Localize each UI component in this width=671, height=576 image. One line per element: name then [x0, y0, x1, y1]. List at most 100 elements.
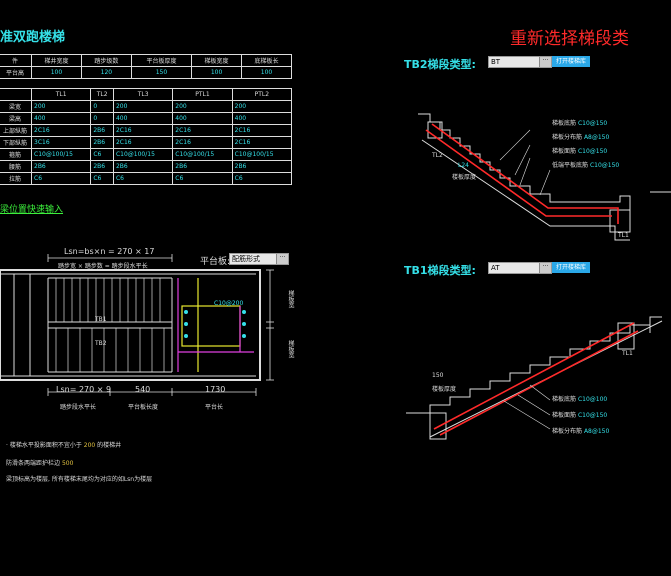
- table-input[interactable]: C10@100/15: [172, 148, 233, 161]
- table-input[interactable]: 120: [80, 66, 132, 79]
- table-header: TL3: [112, 88, 174, 101]
- tb1-small-label: 150: [432, 372, 444, 379]
- tb1-section-drawing: [406, 316, 663, 440]
- platform-label: 平台板:: [200, 257, 231, 267]
- tb2-open-library-button[interactable]: 打开楼梯库: [552, 56, 590, 67]
- table-input[interactable]: 2C16: [112, 136, 174, 149]
- table-input[interactable]: 3C16: [30, 136, 92, 149]
- note-line: 防滑条两端距护栏边 500: [6, 460, 74, 467]
- table-input[interactable]: 100: [191, 66, 243, 79]
- platform-config-select[interactable]: 配筋形式 ···: [229, 253, 289, 265]
- row-label: 梁高: [0, 112, 32, 125]
- tb1-open-library-button[interactable]: 打开楼梯库: [552, 262, 590, 273]
- plan-tb-label: TB2: [95, 340, 107, 347]
- tb2-small-label: L24: [458, 162, 469, 169]
- table-header: TL2: [90, 88, 114, 101]
- table-input[interactable]: 2C16: [172, 124, 233, 137]
- row-label: 上部纵筋: [0, 124, 32, 137]
- table-cell: 踏步级数: [80, 54, 132, 67]
- tb2-small-label: TL2: [432, 152, 443, 159]
- table-cell: 平台高: [0, 66, 32, 79]
- table-cell: 梯井宽度: [31, 54, 82, 67]
- tb2-type-select[interactable]: BT ···: [488, 56, 552, 68]
- table-input[interactable]: 2B6: [231, 160, 293, 173]
- tb1-annotation: 梯板面筋 C10@150: [552, 412, 608, 419]
- tb1-annotation: 梯板分布筋 A8@150: [552, 428, 610, 435]
- plan-top-formula: Lsn=bs×n = 270 × 17: [64, 247, 155, 256]
- table-input[interactable]: 200: [30, 100, 92, 113]
- plan-rebar-label: C10@200: [214, 300, 244, 307]
- table-input[interactable]: C10@100/15: [30, 148, 92, 161]
- tb2-annotation: 梯板底筋 C10@150: [552, 120, 608, 127]
- tb2-small-label: 楼板厚度: [452, 174, 477, 181]
- table-input[interactable]: 2C16: [231, 136, 293, 149]
- table-cell: 梯板宽度: [191, 54, 243, 67]
- plan-sub-right: 平台长: [205, 404, 224, 411]
- table-input[interactable]: 400: [172, 112, 233, 125]
- plan-bottom-formula: Lsn= 270 × 9: [56, 385, 112, 394]
- table-input[interactable]: 100: [241, 66, 292, 79]
- tb1-small-label: TL1: [622, 350, 633, 357]
- table-input[interactable]: 200: [231, 100, 293, 113]
- table-input[interactable]: 2B6: [172, 160, 233, 173]
- row-label: 拉筋: [0, 172, 32, 185]
- tb2-type-label: TB2梯段类型:: [404, 58, 476, 71]
- tb1-type-select[interactable]: AT ···: [488, 262, 552, 274]
- table-input[interactable]: 2B6: [112, 160, 174, 173]
- tb2-section-drawing: [418, 113, 671, 241]
- tb1-small-label: 楼板厚度: [432, 386, 457, 393]
- table-input[interactable]: C10@100/15: [231, 148, 293, 161]
- table-input[interactable]: C6: [90, 148, 114, 161]
- plan-sub-mid: 平台板长度: [128, 404, 159, 411]
- table-header: TL1: [30, 88, 92, 101]
- table-input[interactable]: 2B6: [90, 124, 114, 137]
- dropdown-icon: ···: [539, 263, 551, 273]
- table-input[interactable]: 2C16: [231, 124, 293, 137]
- plan-tb-label: TB1: [95, 316, 107, 323]
- table-input[interactable]: 2C16: [172, 136, 233, 149]
- tb2-annotation: 梯板面筋 C10@150: [552, 148, 608, 155]
- table-input[interactable]: 200: [172, 100, 233, 113]
- table-input[interactable]: 0: [90, 112, 114, 125]
- side-label: 梯板宽: [287, 340, 294, 358]
- table-input[interactable]: C6: [90, 172, 114, 185]
- table-input[interactable]: 150: [130, 66, 193, 79]
- table-input[interactable]: 2B6: [90, 160, 114, 173]
- row-label: 下部纵筋: [0, 136, 32, 149]
- table-input[interactable]: 2B6: [30, 160, 92, 173]
- table-input[interactable]: 2C16: [30, 124, 92, 137]
- row-label: 箍筋: [0, 148, 32, 161]
- table-input[interactable]: 400: [30, 112, 92, 125]
- dim-1730: 1730: [205, 385, 226, 394]
- table-header: PTL2: [231, 88, 293, 101]
- quick-beam-input-link[interactable]: 梁位置快速输入: [0, 205, 64, 215]
- tb2-annotation: 梯板分布筋 A8@150: [552, 134, 610, 141]
- table-input[interactable]: C10@100/15: [112, 148, 174, 161]
- reselect-stair-type-button[interactable]: 重新选择梯段类: [510, 29, 629, 49]
- param-table-top: 件 梯井宽度 踏步级数 平台板厚度 梯板宽度 底梯板长 平台高 100 120 …: [0, 54, 292, 79]
- table-input[interactable]: C6: [112, 172, 174, 185]
- table-input[interactable]: 0: [90, 100, 114, 113]
- note-line: · 楼梯水平投影面积不宜小于 200 的楼梯井: [6, 442, 122, 449]
- table-input[interactable]: 400: [112, 112, 174, 125]
- table-input[interactable]: 400: [231, 112, 293, 125]
- table-input[interactable]: 200: [112, 100, 174, 113]
- table-input[interactable]: 2C16: [112, 124, 174, 137]
- stair-plan-drawing: [0, 254, 274, 396]
- table-input[interactable]: C6: [30, 172, 92, 185]
- table-input[interactable]: 2B6: [90, 136, 114, 149]
- table-cell: 底梯板长: [241, 54, 292, 67]
- table-input[interactable]: C6: [172, 172, 233, 185]
- table-input[interactable]: C6: [231, 172, 293, 185]
- plan-top-sub: 踏步宽 × 踏步数 = 踏步段水平长: [58, 263, 148, 270]
- tb2-small-label: TL1: [618, 232, 629, 239]
- tb2-type-value: BT: [491, 58, 501, 66]
- note-line: 梁顶标高为楼层, 所有楼梯末尾均为对应的如Lsn为楼层: [6, 476, 153, 483]
- page-title: 准双跑楼梯: [0, 30, 66, 45]
- table-cell: 平台板厚度: [130, 54, 193, 67]
- table-input[interactable]: 100: [31, 66, 82, 79]
